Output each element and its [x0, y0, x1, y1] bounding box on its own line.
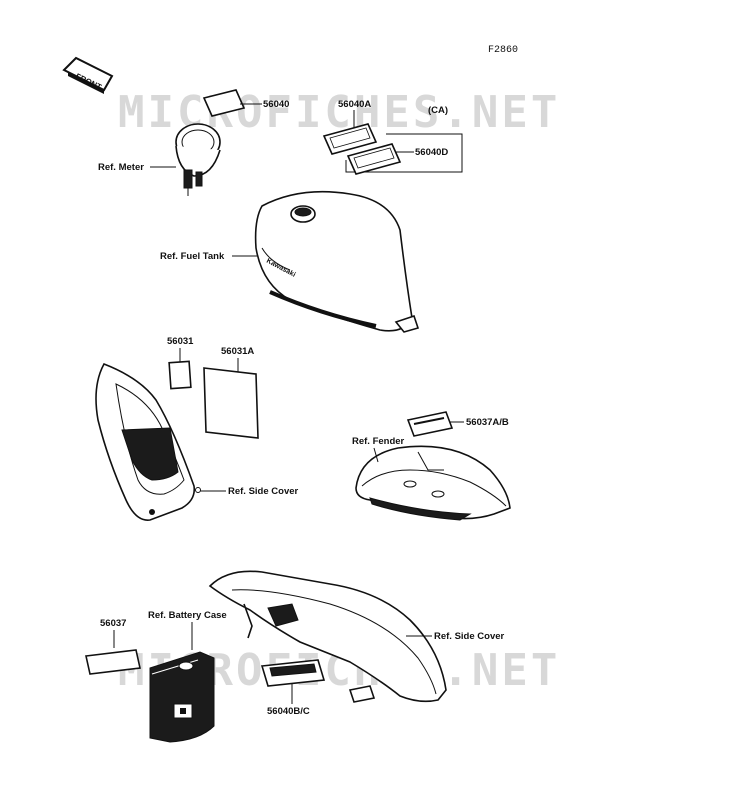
ref-side-cover-label-1: Ref. Side Cover [228, 486, 299, 497]
part-56040A: 56040A [338, 99, 371, 110]
ref-meter-label: Ref. Meter [98, 162, 144, 173]
battery-case [149, 651, 215, 743]
label-56040D-sticker [346, 143, 402, 175]
label-56031A-sticker [203, 367, 259, 439]
rear-fender [355, 445, 511, 521]
label-56037-sticker [85, 649, 141, 675]
meter-assembly [175, 123, 221, 196]
part-56040BC: 56040B/C [267, 706, 310, 717]
part-56040: 56040 [263, 99, 289, 110]
ref-side-cover-label-2: Ref. Side Cover [434, 631, 505, 642]
front-arrow-icon: FRONT [62, 56, 114, 94]
label-56040BC-sticker [260, 659, 326, 687]
side-cover-left [95, 362, 201, 521]
label-56040A-sticker [322, 123, 378, 155]
part-56037: 56037 [100, 618, 126, 629]
fuel-tank: Kawasaki [254, 190, 420, 333]
part-56031A: 56031A [221, 346, 254, 357]
part-56037AB: 56037A/B [466, 417, 509, 428]
ref-fender-label: Ref. Fender [352, 436, 405, 447]
ref-battery-case-label: Ref. Battery Case [148, 610, 227, 621]
figure-code: F2860 [488, 45, 518, 56]
part-56040D: 56040D [415, 147, 448, 158]
part-56031: 56031 [167, 336, 194, 347]
label-56040-sticker [202, 89, 246, 117]
label-56037AB-sticker [406, 411, 454, 437]
label-56031-sticker [168, 360, 192, 390]
ref-fuel-tank-label: Ref. Fuel Tank [160, 251, 225, 262]
side-cover-right [208, 570, 447, 703]
ca-label: (CA) [428, 105, 448, 116]
